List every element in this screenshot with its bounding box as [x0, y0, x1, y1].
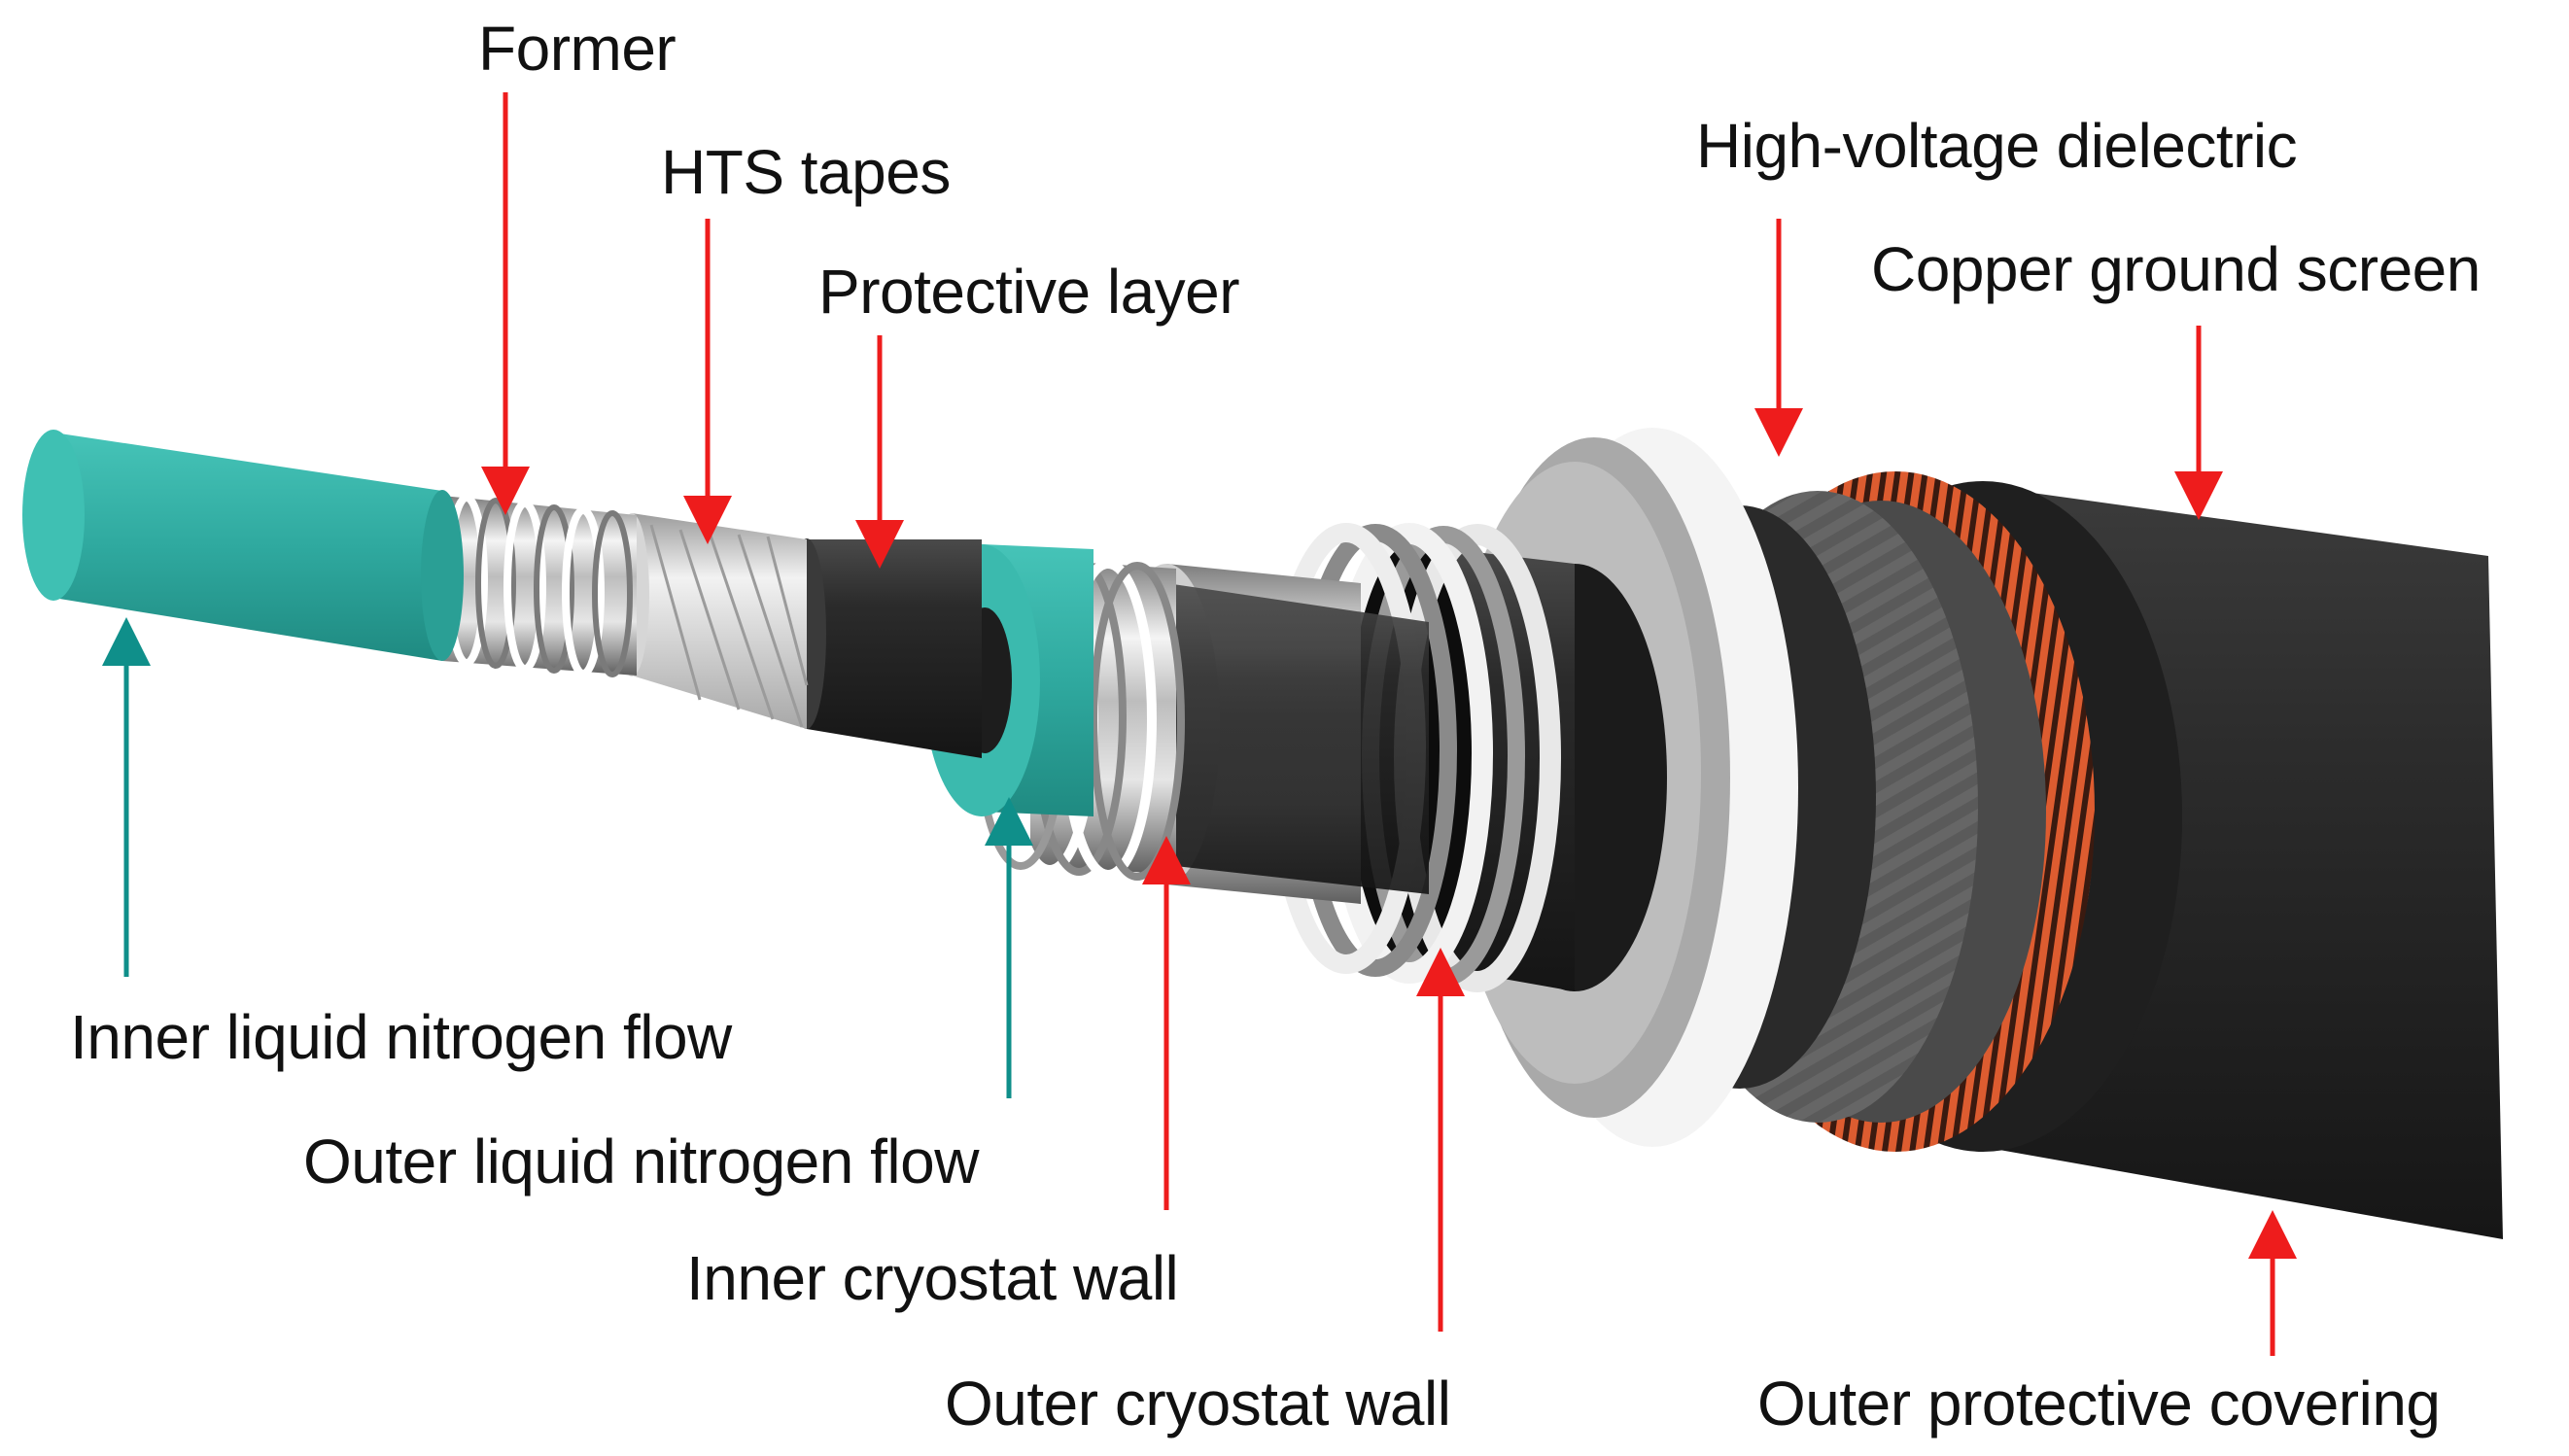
label-outer-ln2: Outer liquid nitrogen flow	[303, 1127, 979, 1196]
inner-liquid-nitrogen-core	[22, 430, 464, 661]
label-inner-ln2: Inner liquid nitrogen flow	[70, 1002, 732, 1072]
former-cylinder	[442, 494, 637, 677]
label-inner-cryostat: Inner cryostat wall	[686, 1243, 1179, 1313]
label-copper-screen: Copper ground screen	[1871, 234, 2481, 304]
protective-layer-cylinder	[787, 538, 982, 758]
label-hv-dielectric: High-voltage dielectric	[1696, 111, 2298, 181]
hts-tapes-cylinder	[614, 513, 809, 729]
label-former: Former	[478, 14, 677, 84]
label-hts-tapes: HTS tapes	[661, 137, 951, 207]
arrows	[102, 92, 2297, 1356]
label-protective-layer: Protective layer	[818, 257, 1240, 327]
label-outer-cryostat: Outer cryostat wall	[945, 1369, 1451, 1439]
label-outer-covering: Outer protective covering	[1757, 1369, 2441, 1439]
